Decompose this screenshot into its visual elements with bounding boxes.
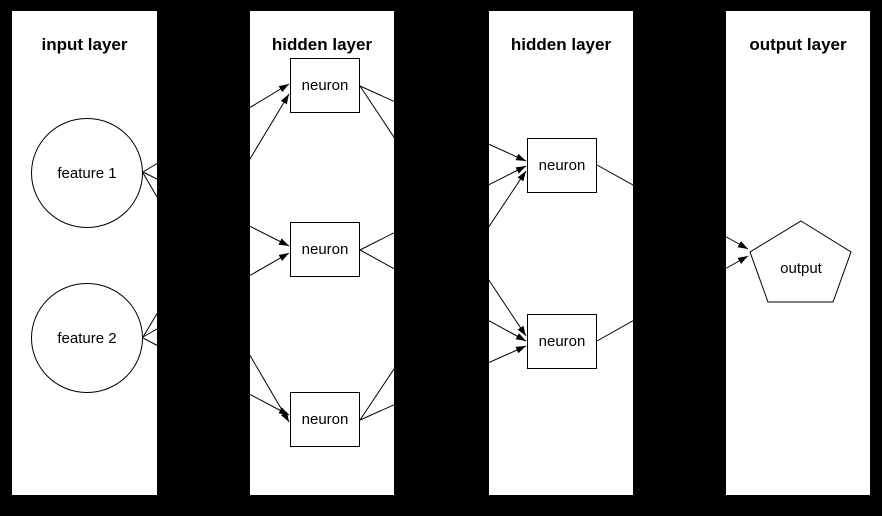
node-hidden1-neuron-2-label: neuron — [301, 241, 349, 258]
node-output-label: output — [780, 260, 822, 277]
node-feature-1-label: feature 1 — [57, 164, 117, 182]
node-hidden2-neuron-1-label: neuron — [538, 157, 586, 174]
edge-group — [142, 83, 749, 423]
node-hidden1-neuron-3-label: neuron — [301, 411, 349, 428]
hidden-layer-2-title: hidden layer — [510, 35, 612, 54]
node-hidden1-neuron-3: neuron — [290, 392, 360, 447]
node-hidden1-neuron-1-label: neuron — [301, 77, 349, 94]
output-layer-title: output layer — [749, 35, 847, 54]
panel-input-layer: input layer — [12, 11, 157, 495]
node-hidden2-neuron-2: neuron — [527, 314, 597, 369]
node-hidden2-neuron-1: neuron — [527, 138, 597, 193]
node-feature-2: feature 2 — [31, 283, 143, 393]
node-feature-1: feature 1 — [31, 118, 143, 228]
panel-hidden-layer-2: hidden layer — [489, 11, 633, 495]
input-layer-title: input layer — [41, 35, 128, 54]
panel-output-layer: output layer — [726, 11, 870, 495]
node-hidden2-neuron-2-label: neuron — [538, 333, 586, 350]
node-hidden1-neuron-2: neuron — [290, 222, 360, 277]
node-feature-2-label: feature 2 — [57, 329, 117, 347]
node-hidden1-neuron-1: neuron — [290, 58, 360, 113]
hidden-layer-1-title: hidden layer — [271, 35, 373, 54]
